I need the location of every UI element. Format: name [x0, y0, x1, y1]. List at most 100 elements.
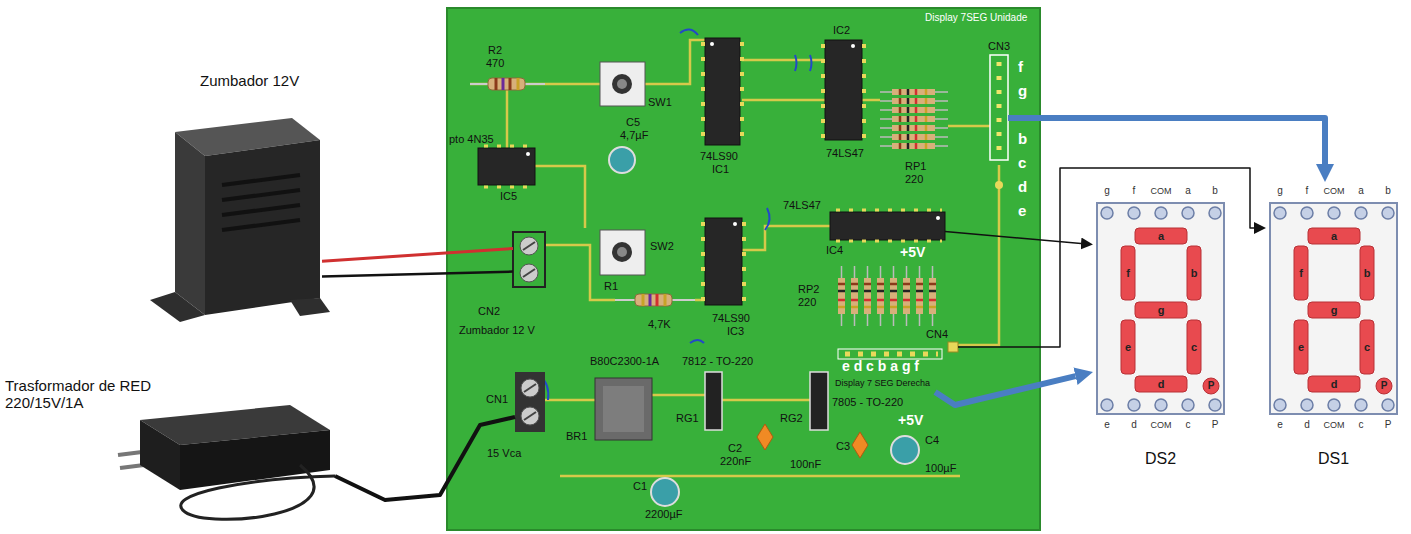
component-label: +5V: [900, 244, 925, 260]
component-label: R1: [604, 280, 618, 293]
pin-label: f: [1306, 185, 1309, 197]
pin-label: c: [1364, 341, 1370, 354]
adapter-picture: [118, 405, 335, 519]
component-label: BR1: [566, 430, 587, 443]
wire-line: [322, 272, 513, 277]
component-label: 4,7µF: [620, 129, 648, 142]
pin-label: COM: [1324, 420, 1345, 430]
component-label: SW1: [648, 96, 672, 109]
component-label: C4: [925, 434, 939, 447]
node-text: CN2: [478, 305, 500, 318]
wire-line: [322, 249, 513, 262]
wire-arrow: [935, 376, 1075, 405]
pin-label: d: [1158, 378, 1165, 391]
component-label: B80C2300-1A: [590, 355, 659, 368]
pin-label: f: [1133, 185, 1136, 197]
node-text: 15 Vca: [487, 447, 521, 460]
pin-label: COM: [1324, 186, 1345, 196]
pin-label: b: [1364, 267, 1371, 280]
pin-label: b: [1212, 185, 1218, 197]
component-label: C2: [728, 442, 742, 455]
circuit-board: Display 7SEG UnidadeCN3IC4CN4Display 7 S…: [447, 8, 1040, 530]
pin-label: c: [1191, 341, 1197, 354]
pin-label: d: [1304, 419, 1310, 431]
pin-label: d: [1331, 378, 1338, 391]
screw-terminal: CN115 Vca: [515, 372, 545, 432]
pin-label: d: [1131, 419, 1137, 431]
component-label: 100nF: [790, 458, 821, 471]
ic-chip: IC4: [830, 212, 945, 240]
component-label: R2: [488, 44, 502, 57]
screw-terminal: CN2Zumbador 12 V: [513, 232, 545, 287]
pin-label: f: [1299, 267, 1303, 280]
pin-label: c: [1186, 419, 1191, 431]
jumper-wires: [540, 29, 812, 400]
pin-label: COM: [1151, 420, 1172, 430]
pin-label: e: [1298, 341, 1304, 354]
component-label: 220: [798, 296, 816, 309]
component-label: e d c b a g f: [842, 358, 919, 374]
pin-label: f: [1126, 267, 1130, 280]
component-label: C5: [626, 116, 640, 129]
component-label: g: [1018, 82, 1027, 99]
wire-line: [935, 376, 1075, 405]
pin-label: P: [1208, 380, 1215, 392]
pin-label: e: [1104, 419, 1110, 431]
connector-pad: CN4: [948, 342, 958, 352]
power-adapter: Trasformador de RED 220/15V/1A: [110, 395, 335, 530]
component-label: 220nF: [720, 455, 751, 468]
buzzer: Zumbador 12V: [165, 105, 322, 322]
pin-label: b: [1385, 185, 1391, 197]
pin-label: COM: [1151, 186, 1172, 196]
component-label: pto 4N35: [449, 133, 494, 146]
component-label: RG1: [676, 412, 699, 425]
node-text: DS2: [1093, 450, 1228, 468]
pin-label: g: [1158, 304, 1165, 317]
component-label: RP2: [798, 283, 819, 296]
component-label: C1: [633, 480, 647, 493]
pin-label: P: [1212, 419, 1219, 431]
component-label: 74LS47: [783, 199, 821, 212]
component-label: 220: [905, 173, 923, 186]
pin-label: e: [1277, 419, 1283, 431]
component-label: c: [1018, 154, 1026, 171]
component-label: 74LS90: [712, 312, 750, 325]
wire-arrow: [1008, 118, 1325, 164]
pin-label: g: [1104, 185, 1110, 197]
component-label: RP1: [905, 160, 926, 173]
component-label: IC2: [833, 24, 850, 37]
pin-label: e: [1125, 341, 1131, 354]
pin-label: a: [1358, 185, 1364, 197]
node-text: Zumbador 12V: [200, 72, 299, 89]
component-label: 4,7K: [648, 318, 671, 331]
component-label: 100µF: [925, 462, 956, 475]
component-label: C3: [836, 440, 850, 453]
component-label: e: [1018, 202, 1026, 219]
pin-label: g: [1331, 304, 1338, 317]
node-text: Trasformador de RED 220/15V/1A: [5, 377, 170, 412]
node-text: Display 7 SEG Derecha: [835, 378, 930, 388]
node-text: CN4: [926, 328, 948, 341]
pin-header: CN3: [990, 55, 1008, 160]
component-label: 7805 - TO-220: [832, 396, 903, 409]
node-text: CN3: [988, 40, 1010, 53]
pcb-board: [447, 8, 1040, 530]
component-label: f: [1018, 58, 1023, 75]
node-text: CN1: [486, 393, 508, 406]
component-label: 74LS90: [700, 150, 738, 163]
component-label: 470: [486, 57, 504, 70]
component-label: SW2: [650, 240, 674, 253]
pin-label: P: [1385, 419, 1392, 431]
node-text: IC4: [826, 244, 843, 257]
pin-label: P: [1381, 380, 1388, 392]
component-label: RG2: [780, 412, 803, 425]
pin-label: a: [1158, 230, 1164, 243]
pin-label: a: [1185, 185, 1191, 197]
pin-label: b: [1191, 267, 1198, 280]
component-label: IC3: [727, 325, 744, 338]
wire-arrow: [322, 249, 513, 277]
wire-line: [1008, 118, 1325, 164]
